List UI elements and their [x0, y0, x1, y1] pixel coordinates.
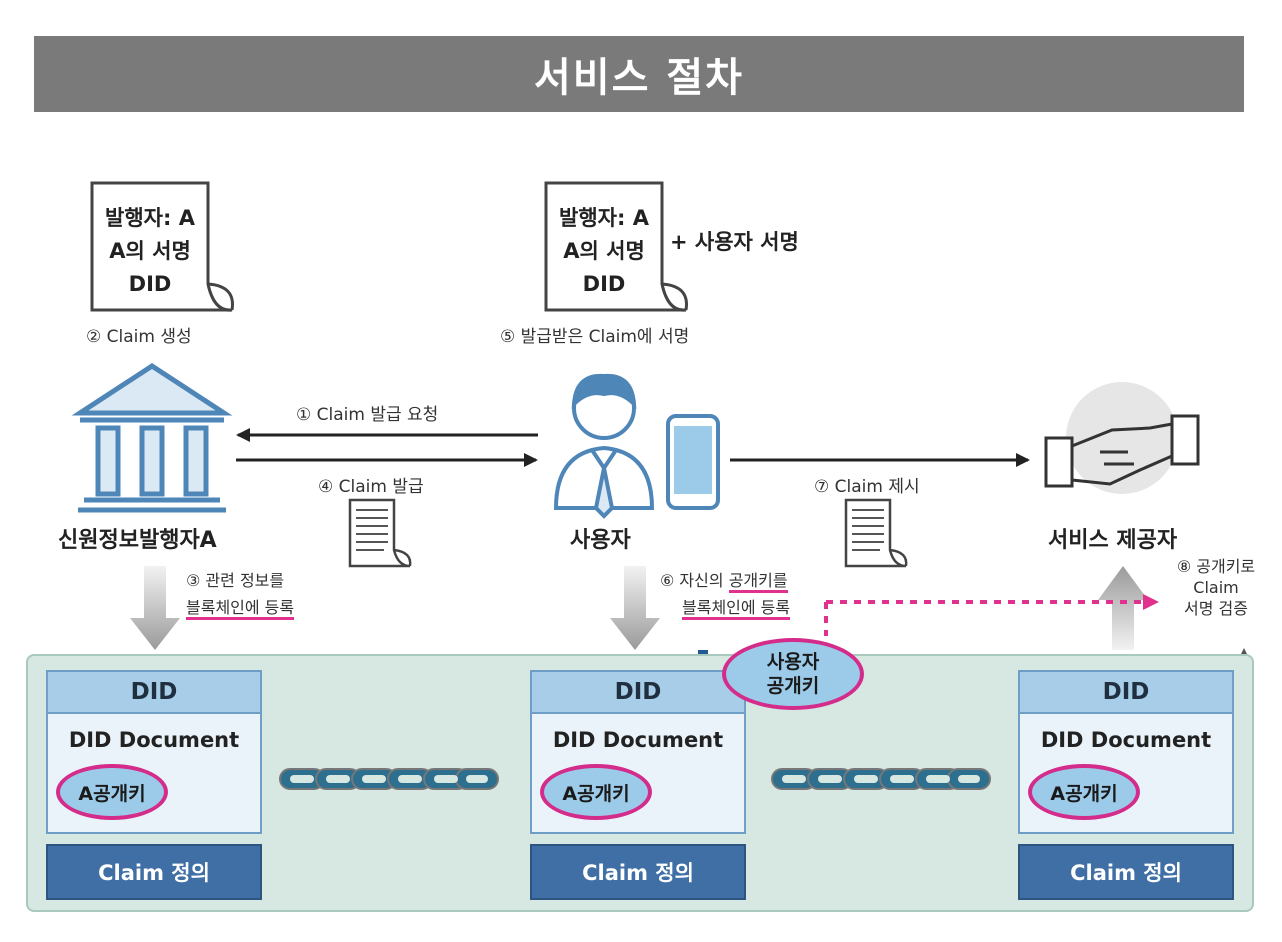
- handshake-icon: [1044, 382, 1200, 494]
- a-public-key-badge: A공개키: [540, 764, 652, 820]
- did-block-2: DID DID Document A공개키 Claim 정의: [530, 670, 746, 900]
- claim-issue-caption: ④ Claim 발급: [318, 477, 424, 497]
- did-document-label: DID Document: [1040, 728, 1212, 752]
- did-document-label: DID Document: [552, 728, 724, 752]
- user-register-arrow: [610, 566, 660, 650]
- claim-definition-box: Claim 정의: [1018, 844, 1234, 900]
- user-public-key-line1: 사용자: [766, 651, 820, 673]
- issuer-document-icon: [90, 181, 234, 312]
- a-public-key-badge: A공개키: [56, 764, 168, 820]
- user-doc-line1: 발행자: A: [559, 206, 649, 230]
- claim-request-caption: ① Claim 발급 요청: [296, 405, 439, 425]
- claim-definition-box: Claim 정의: [46, 844, 262, 900]
- user-doc-line2: A의 서명: [563, 239, 645, 263]
- issued-claim-document-icon: [348, 498, 412, 568]
- did-document-box: DID Document A공개키: [46, 714, 262, 834]
- did-document-box: DID Document A공개키: [1018, 714, 1234, 834]
- bank-icon: [71, 363, 233, 513]
- a-public-key-badge: A공개키: [1028, 764, 1140, 820]
- issuer-role-label: 신원정보발행자A: [58, 528, 217, 553]
- issuer-register-line2: 블록체인에 등록: [186, 598, 295, 620]
- title-bar: 서비스 절차: [34, 36, 1244, 112]
- verify-up-arrow: [1098, 566, 1148, 650]
- claim-create-caption: ② Claim 생성: [86, 327, 192, 347]
- issuer-doc-line1: 발행자: A: [105, 206, 195, 230]
- did-document-label: DID Document: [68, 728, 240, 752]
- user-register-key: 공개키를: [728, 571, 788, 593]
- issuer-doc-line3: DID: [128, 272, 172, 296]
- user-register-prefix: ⑥ 자신의: [660, 571, 729, 590]
- issuer-document: 발행자: A A의 서명 DID: [92, 202, 208, 301]
- user-signature-label: + 사용자 서명: [670, 230, 799, 254]
- user-document-icon: [544, 181, 688, 312]
- did-document-box: DID Document A공개키: [530, 714, 746, 834]
- user-document: 발행자: A A의 서명 DID: [546, 202, 662, 301]
- page-title: 서비스 절차: [534, 55, 744, 101]
- chain-link-icon-right: [771, 768, 991, 790]
- user-register-note: ⑥ 자신의 공개키를 블록체인에 등록: [660, 570, 791, 620]
- issuer-register-line1: ③ 관련 정보를: [186, 571, 285, 590]
- did-header: DID: [530, 670, 746, 714]
- did-block-1: DID DID Document A공개키 Claim 정의: [46, 670, 262, 900]
- chain-link-icon-left: [279, 768, 499, 790]
- presented-claim-document-icon: [844, 498, 908, 568]
- phone-icon: [666, 414, 720, 510]
- user-public-key-line2: 공개키: [766, 675, 820, 697]
- issuer-register-note: ③ 관련 정보를 블록체인에 등록: [186, 570, 295, 620]
- user-public-key-badge: 사용자 공개키: [722, 638, 864, 710]
- verify-line3: 서명 검증: [1184, 599, 1248, 618]
- issuer-register-arrow: [130, 566, 180, 650]
- claim-definition-box: Claim 정의: [530, 844, 746, 900]
- did-header: DID: [46, 670, 262, 714]
- verify-line2: Claim: [1193, 578, 1239, 597]
- claim-sign-caption: ⑤ 발급받은 Claim에 서명: [500, 327, 690, 347]
- verify-note: ⑧ 공개키로 Claim 서명 검증: [1170, 556, 1262, 619]
- did-block-3: DID DID Document A공개키 Claim 정의: [1018, 670, 1234, 900]
- user-register-line2: 블록체인에 등록: [682, 598, 791, 620]
- issuer-doc-line2: A의 서명: [109, 239, 191, 263]
- did-header: DID: [1018, 670, 1234, 714]
- user-person-icon: [553, 373, 655, 519]
- provider-role-label: 서비스 제공자: [1048, 528, 1178, 553]
- verify-line1: ⑧ 공개키로: [1176, 557, 1256, 576]
- user-role-label: 사용자: [570, 528, 631, 553]
- user-doc-line3: DID: [582, 272, 626, 296]
- claim-present-caption: ⑦ Claim 제시: [814, 477, 920, 497]
